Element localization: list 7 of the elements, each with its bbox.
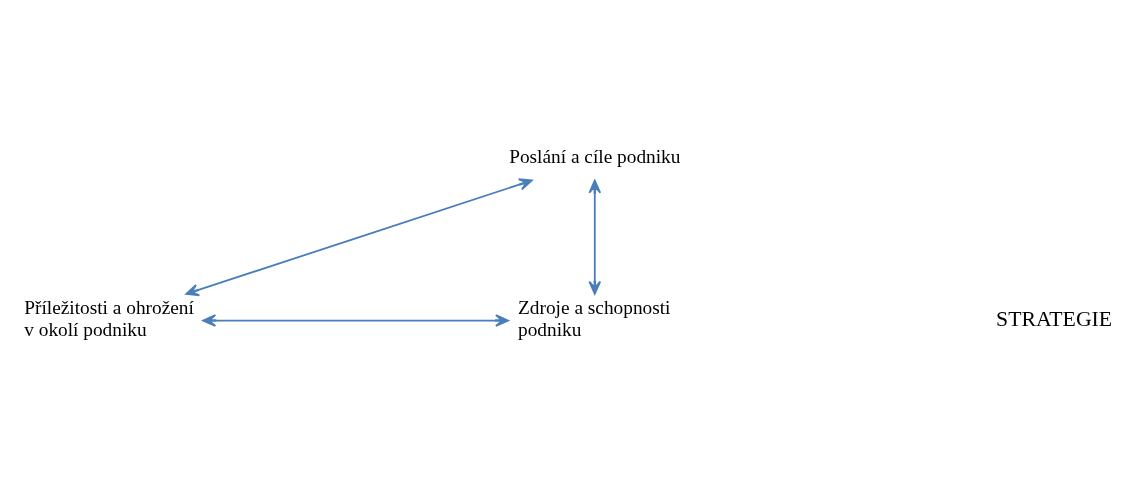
node-text: Příležitosti a ohrožení v okolí podniku: [24, 297, 194, 341]
arrow: [202, 314, 509, 327]
arrow: [588, 179, 602, 295]
node-text: Zdroje a schopnosti podniku: [518, 297, 671, 341]
arrow: [185, 178, 533, 297]
node-text: Poslání a cíle podniku: [509, 146, 681, 168]
label: STRATEGIE: [996, 306, 1113, 331]
